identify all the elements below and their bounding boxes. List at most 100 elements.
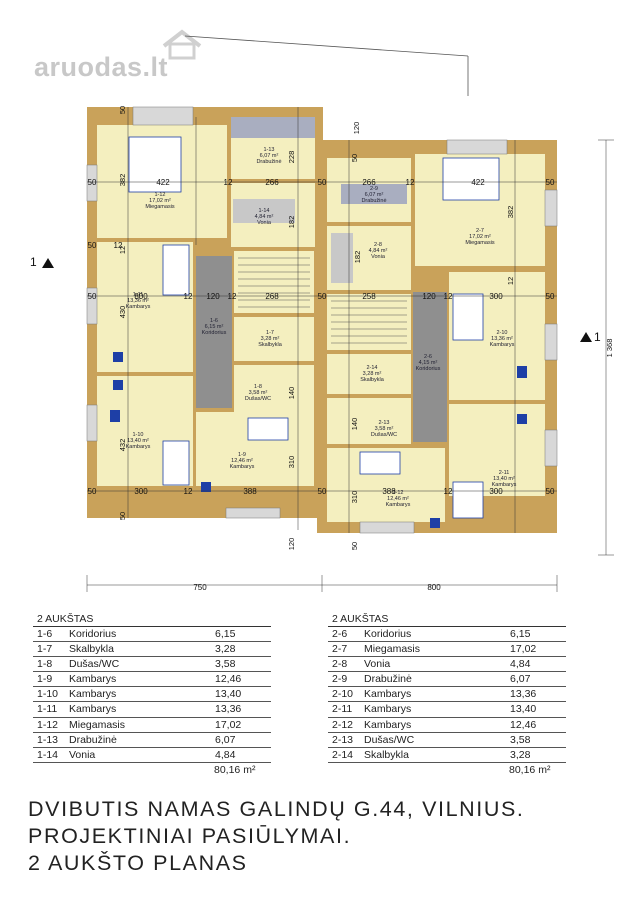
room-2-9-name: Drabužinė xyxy=(361,198,386,204)
vdim-120-bottom: 120 xyxy=(287,538,296,551)
room-code-cell: 1-7 xyxy=(37,643,53,656)
vdim-228: 228 xyxy=(287,151,296,164)
room-name-cell: Kambarys xyxy=(69,673,117,686)
room-1-11-code: 1-11 xyxy=(133,292,144,298)
table-right-total-row: 80,16 m² xyxy=(328,763,566,777)
room-area-cell: 4,84 xyxy=(510,658,531,671)
room-2-8-area: 4,84 m² xyxy=(369,248,388,254)
room-name-cell: Drabužinė xyxy=(364,673,412,686)
dim-120-a: 120 xyxy=(206,292,220,301)
vdim-310-right: 310 xyxy=(350,491,359,504)
room-name-cell: Miegamasis xyxy=(69,718,126,731)
caption-line-2: PROJEKTINIAI PASIŪLYMAI. xyxy=(28,824,352,848)
room-name-cell: Skalbykla xyxy=(69,643,114,656)
section-mark-right: 1 xyxy=(594,330,601,344)
dim-422-right: 422 xyxy=(471,178,485,187)
window-2-10 xyxy=(544,323,558,361)
room-2-14-name: Skalbykla xyxy=(360,377,384,383)
room-area-cell: 13,36 xyxy=(510,688,537,701)
room-2-12-name: Kambarys xyxy=(386,502,411,508)
dim-total-800: 800 xyxy=(427,583,441,592)
room-name-cell: Vonia xyxy=(364,658,391,671)
room-1-12-name: Miegamasis xyxy=(145,204,175,210)
room-area-cell: 3,58 xyxy=(510,733,531,746)
room-name-cell: Kambarys xyxy=(364,718,412,731)
window-1-12-side xyxy=(86,164,98,202)
vdim-50-b: 50 xyxy=(118,512,127,520)
window-2-12 xyxy=(359,521,415,534)
dim-388-a: 388 xyxy=(243,487,257,496)
room-code-cell: 2-13 xyxy=(332,733,354,746)
vdim-432: 432 xyxy=(118,439,127,452)
vdim-382-right: 382 xyxy=(506,206,515,219)
dim-12-e: 12 xyxy=(444,292,453,301)
room-2-9-area: 6,07 m² xyxy=(365,192,384,198)
dim-12-h: 12 xyxy=(114,241,123,250)
room-code-cell: 2-11 xyxy=(332,703,353,716)
vertical-dimension-numbers: 382 382 228 182 182 430 432 310 310 140 … xyxy=(118,106,614,550)
room-1-8-floor xyxy=(234,365,314,413)
dim-50-i: 50 xyxy=(546,487,555,496)
room-area-cell: 6,15 xyxy=(215,628,236,640)
vdim-12-b: 12 xyxy=(506,277,515,285)
stair-treads-right xyxy=(331,300,407,344)
window-1-11 xyxy=(86,287,98,325)
room-1-6-area: 6,15 m² xyxy=(205,324,224,330)
dim-50-b: 50 xyxy=(318,178,327,187)
room-1-13-area: 6,07 m² xyxy=(260,153,279,159)
room-area-cell: 3,28 xyxy=(510,748,531,761)
vdim-382-left: 382 xyxy=(118,174,127,187)
room-code-cell: 2-14 xyxy=(332,748,354,761)
room-name-cell: Koridorius xyxy=(364,628,412,640)
room-1-10-area: 13,40 m² xyxy=(127,438,149,444)
room-name-cell: Koridorius xyxy=(69,628,117,640)
dim-12-d: 12 xyxy=(228,292,237,301)
room-2-8-name: Vonia xyxy=(371,254,386,260)
room-area-cell: 17,02 xyxy=(215,718,242,731)
room-area-cell: 12,46 xyxy=(215,673,242,686)
room-code-cell: 2-12 xyxy=(332,718,354,731)
dim-12-a: 12 xyxy=(224,178,233,187)
room-area-cell: 6,07 xyxy=(215,733,236,746)
dim-800: 800 xyxy=(134,292,148,301)
dim-12-g: 12 xyxy=(444,487,453,496)
room-code-cell: 1-6 xyxy=(37,628,53,640)
room-2-9-wardrobe xyxy=(341,184,407,204)
room-1-12-code: 1-12 xyxy=(154,192,165,198)
room-name-cell: Drabužinė xyxy=(69,733,117,746)
vdim-50-d: 50 xyxy=(350,542,359,550)
room-1-9-name: Kambarys xyxy=(230,464,255,470)
vdim-total-1368: 1 368 xyxy=(605,339,614,358)
section-mark-left: 1 xyxy=(30,255,37,269)
room-code-cell: 1-12 xyxy=(37,718,59,731)
section-arrow-left-icon xyxy=(42,258,54,268)
room-1-7-name: Skalbykla xyxy=(258,342,282,348)
dim-422-left: 422 xyxy=(156,178,170,187)
room-1-13-wardrobe xyxy=(231,117,315,138)
room-2-11-code: 2-11 xyxy=(499,470,510,476)
room-1-6-corridor xyxy=(196,256,232,408)
vdim-120-top: 120 xyxy=(352,122,361,135)
dim-50-d: 50 xyxy=(88,292,97,301)
dim-266-right: 266 xyxy=(362,178,376,187)
dim-300-b: 300 xyxy=(134,487,148,496)
room-1-9-code: 1-9 xyxy=(238,452,246,458)
vdim-12-a: 12 xyxy=(118,246,127,254)
room-2-10-code: 2-10 xyxy=(496,330,507,336)
room-name-cell: Miegamasis xyxy=(364,643,421,656)
room-1-13-code: 1-13 xyxy=(263,147,274,153)
room-area-cell: 3,58 xyxy=(215,658,236,671)
stair-left xyxy=(234,251,314,313)
